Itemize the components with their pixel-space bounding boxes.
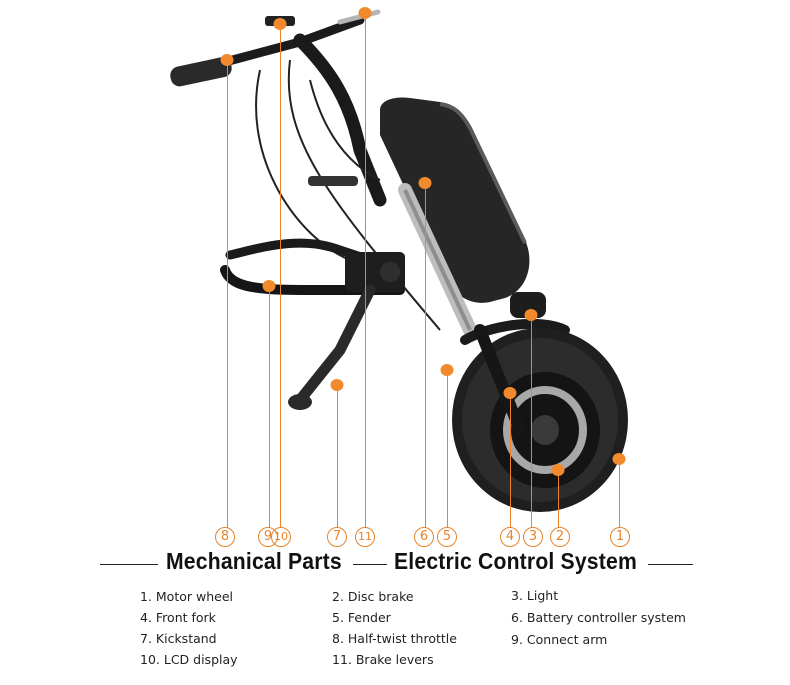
callout-number: 8 [215,527,235,547]
legend-item: 8. Half-twist throttle [332,631,457,646]
heading-rule-left [100,564,158,565]
legend-item: 4. Front fork [140,610,216,625]
callout-line [227,60,228,528]
legend-item: 10. LCD display [140,652,238,667]
callout-dot-icon [262,280,276,292]
callout-line [365,13,366,528]
callout-dot-icon [612,453,626,465]
callout-number: 10 [271,527,291,547]
callout-line [558,470,559,528]
left-grip-icon [170,57,232,87]
callout-number: 5 [437,527,457,547]
callout-dot-icon [220,54,234,66]
heading-rule-middle [353,564,387,565]
legend-item: 9. Connect arm [511,632,608,647]
callout-dot-icon [440,364,454,376]
callout-number: 3 [523,527,543,547]
callout-line [425,183,426,528]
callout-line [269,286,270,528]
callout-line [280,24,281,528]
callout-dot-icon [503,387,517,399]
legend-item: 6. Battery controller system [511,610,686,625]
callout-dot-icon [418,177,432,189]
legend-item: 2. Disc brake [332,589,414,604]
callout-number: 6 [414,527,434,547]
callout-line [531,315,532,528]
callout-dot-icon [551,464,565,476]
legend-item: 11. Brake levers [332,652,434,667]
callout-line [337,385,338,528]
callout-dot-icon [524,309,538,321]
heading-electric-control-system: Electric Control System [394,548,637,574]
callout-number: 1 [610,527,630,547]
heading-mechanical-parts: Mechanical Parts [166,548,342,574]
callout-number: 11 [355,527,375,547]
heading-rule-right [648,564,693,565]
callout-number: 2 [550,527,570,547]
legend-item: 1. Motor wheel [140,589,233,604]
callout-line [510,393,511,528]
callout-line [447,370,448,528]
legend-item: 3. Light [511,588,559,603]
disc-brake-icon [503,386,587,474]
legend-item: 5. Fender [332,610,391,625]
callout-line [619,459,620,528]
legend-item: 7. Kickstand [140,631,217,646]
callout-dot-icon [330,379,344,391]
handcycle-illustration [170,9,628,512]
callout-dot-icon [358,7,372,19]
callout-number: 4 [500,527,520,547]
callout-dot-icon [273,18,287,30]
callout-number: 7 [327,527,347,547]
